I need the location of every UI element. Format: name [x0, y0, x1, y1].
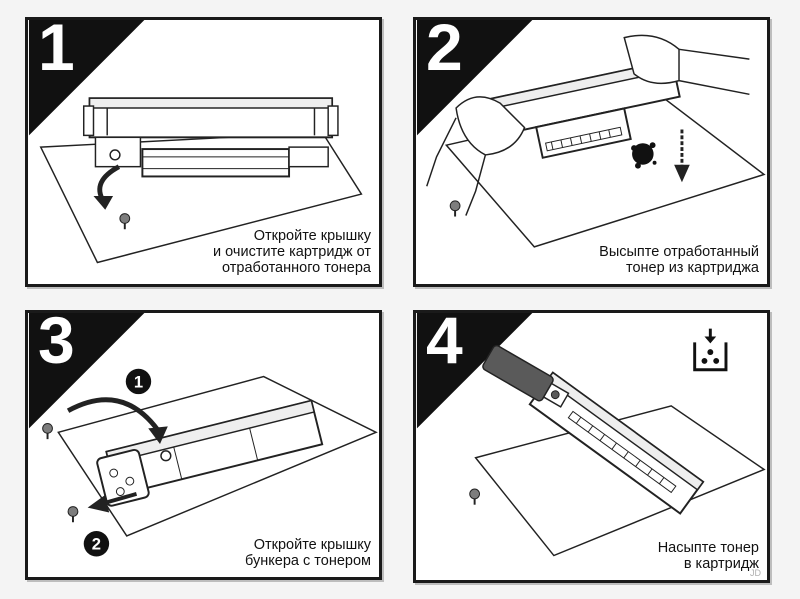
- corner-triangle: [28, 20, 145, 136]
- hand-icon: [455, 96, 526, 156]
- step-number: 2: [426, 17, 463, 84]
- corner-triangle: [416, 20, 533, 136]
- step-number: 1: [38, 17, 75, 84]
- toner-bottle-icon: [482, 344, 570, 408]
- step-caption: Высыпте отработанный тонер из картриджа: [599, 244, 759, 276]
- step-caption: Откройте крышку и очистите картридж от о…: [213, 228, 371, 276]
- corner-triangle: [28, 313, 145, 429]
- corner-triangle: [416, 313, 533, 429]
- callout-2: 2: [92, 535, 101, 554]
- toner-fill-icon: [693, 328, 728, 372]
- step-panel-1: 1 Откройте крышку и очистите картридж от…: [25, 17, 382, 287]
- step-caption: Откройте крышку бункера с тонером: [245, 537, 371, 569]
- step-2-illustration: [426, 34, 766, 248]
- step-panel-3: 3 1 2 Откройте кры: [25, 310, 382, 580]
- step-panel-4: 4: [413, 310, 770, 583]
- step-caption: Насыпте тонер в картридж: [657, 540, 759, 572]
- step-number: 4: [426, 310, 463, 377]
- step-4-illustration: [469, 328, 766, 557]
- step-3-illustration: 1 2: [42, 368, 378, 557]
- step-number: 3: [38, 310, 75, 377]
- step-1-illustration: [39, 97, 363, 264]
- callout-1: 1: [134, 372, 143, 391]
- watermark: JD: [750, 568, 761, 578]
- step-panel-2: 2: [413, 17, 770, 287]
